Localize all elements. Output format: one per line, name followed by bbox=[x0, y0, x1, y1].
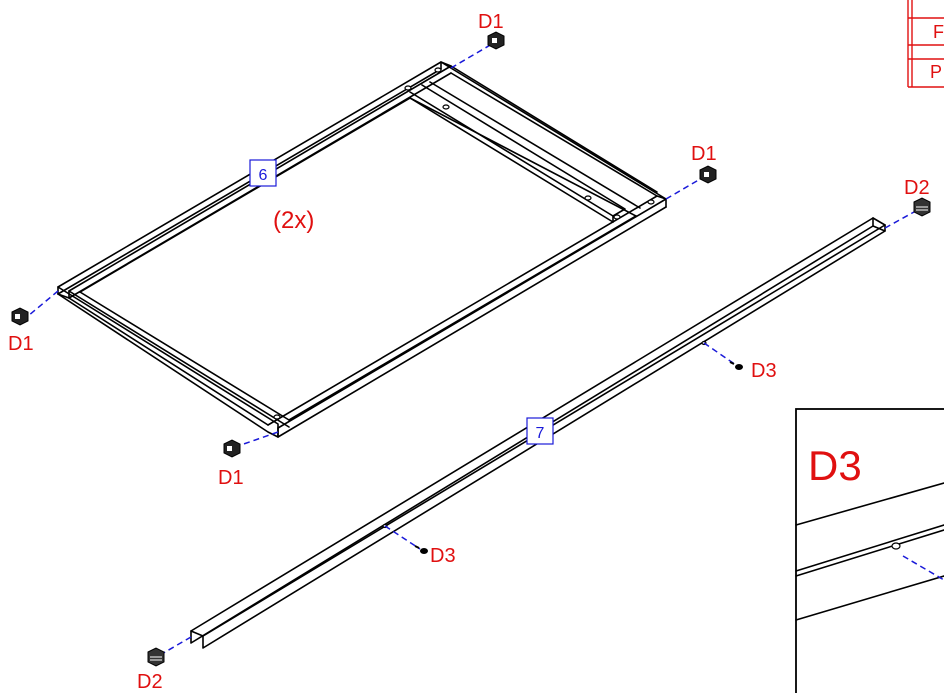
screw-d3-icon bbox=[729, 361, 743, 370]
svg-text:7: 7 bbox=[536, 425, 545, 442]
part-6-callout: 6 bbox=[249, 159, 277, 187]
hardware-label-d2: D2 bbox=[904, 177, 930, 199]
detail-title: D3 bbox=[808, 442, 862, 489]
hardware-label-d3: D3 bbox=[430, 545, 456, 567]
end-cap-d1-icon bbox=[699, 165, 717, 184]
frame-part-6 bbox=[57, 61, 667, 438]
frame-quantity-label: (2x) bbox=[273, 207, 314, 234]
hardware-label-d3: D3 bbox=[751, 360, 777, 382]
hardware-label-d1: D1 bbox=[478, 11, 504, 33]
end-cap-d1-icon bbox=[223, 439, 241, 458]
table-row-3: P bbox=[930, 62, 942, 82]
end-cap-d1-icon bbox=[11, 307, 29, 326]
screw-d3-icon bbox=[414, 545, 428, 554]
part-7-callout: 7 bbox=[526, 417, 554, 445]
hardware-label-d1: D1 bbox=[218, 467, 244, 489]
end-cap-d2-icon bbox=[913, 197, 931, 217]
hardware-label-d1: D1 bbox=[691, 143, 717, 165]
svg-text:6: 6 bbox=[259, 167, 268, 184]
detail-inset-d3: D3 bbox=[795, 408, 944, 693]
table-row-2: F bbox=[933, 22, 944, 42]
hardware-label-d1: D1 bbox=[8, 333, 34, 355]
parts-table-fragment: F P bbox=[907, 0, 944, 88]
end-cap-d2-icon bbox=[147, 647, 165, 667]
hardware-label-d2: D2 bbox=[137, 671, 163, 693]
end-cap-d1-icon bbox=[487, 31, 505, 50]
